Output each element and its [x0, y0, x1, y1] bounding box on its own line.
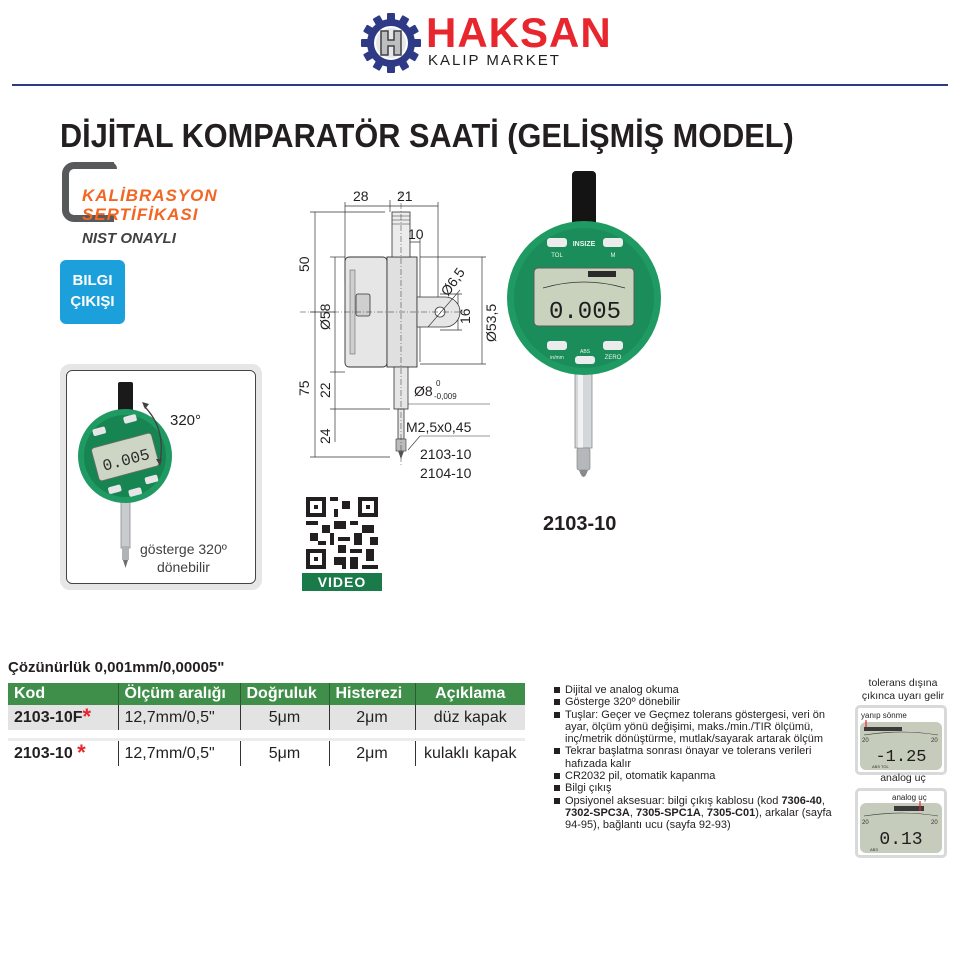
feature-item: Tuşlar: Geçer ve Geçmez tolerans gösterg… [552, 709, 832, 746]
data-output-badge: BILGI ÇIKIŞI [60, 260, 125, 324]
calibration-label-1: KALİBRASYON [82, 186, 218, 205]
feature-item: Dijital ve analog okuma [552, 684, 832, 696]
svg-text:20: 20 [862, 738, 869, 744]
svg-text:0.005: 0.005 [549, 299, 621, 326]
table-row: 2103-10F* 12,7mm/0,5" 5μm 2μm düz kapak [8, 705, 525, 730]
cell-description: düz kapak [415, 705, 525, 730]
svg-text:75: 75 [296, 380, 312, 396]
svg-text:Ø53,5: Ø53,5 [483, 304, 499, 342]
svg-text:28: 28 [353, 188, 369, 204]
column-header-code: Kod [8, 683, 119, 705]
resolution-spec: Çözünürlük 0,001mm/0,00005" [8, 659, 225, 676]
svg-text:10: 10 [408, 226, 424, 242]
svg-text:0.13: 0.13 [879, 830, 922, 850]
lcd-tolerance-image: yanıp sönme 20 20 -1.25 ABS TOL [860, 711, 942, 770]
svg-text:M: M [611, 253, 616, 259]
feature-item: Bilgi çıkış [552, 782, 832, 794]
cell-hysteresis: 2μm [329, 705, 416, 730]
svg-text:analog uç: analog uç [892, 793, 927, 802]
product-code-label: 2103-10 [543, 513, 617, 535]
svg-text:M2,5x0,45: M2,5x0,45 [406, 419, 472, 435]
calibration-frame-top [95, 162, 117, 169]
svg-text:16: 16 [457, 308, 473, 324]
svg-text:20: 20 [862, 820, 869, 826]
calibration-frame-icon [62, 162, 114, 222]
cell-range: 12,7mm/0,5" [118, 705, 241, 730]
svg-text:22: 22 [317, 382, 333, 398]
svg-text:Ø58: Ø58 [317, 303, 333, 330]
svg-text:ABS: ABS [580, 349, 591, 355]
data-output-line1: BILGI [72, 272, 113, 289]
cell-code: 2103-10 * [8, 739, 119, 766]
brand-subtitle: KALIP MARKET [428, 52, 561, 69]
rotated-gauge-image: 0.005 [78, 382, 172, 568]
feature-item-accessory: Opsiyonel aksesuar: bilgi çıkış kablosu … [552, 795, 832, 832]
svg-text:20: 20 [931, 820, 938, 826]
analog-lcd-example: analog uç 20 20 0.13 ABS [855, 788, 947, 858]
svg-text:yanıp sönme: yanıp sönme [861, 711, 907, 720]
calibration-label-2: SERTİFİKASI [82, 205, 199, 224]
spec-table-header: Kod Ölçüm aralığı Doğruluk Histerezi Açı… [8, 683, 525, 705]
cell-code: 2103-10F* [8, 703, 119, 730]
cell-hysteresis: 2μm [329, 741, 416, 766]
svg-text:24: 24 [317, 428, 333, 444]
technical-drawing: 28 21 10 50 Ø58 Ø6,5 16 Ø53,5 75 22 Ø8 0… [296, 188, 499, 467]
table-row: 2103-10 * 12,7mm/0,5" 5μm 2μm kulaklı ka… [8, 741, 525, 766]
page-title: DİJİTAL KOMPARATÖR SAATİ (GELİŞMİŞ MODEL… [60, 117, 794, 154]
rotation-angle-label: 320° [170, 412, 202, 429]
product-gauge-image: INSIZE TOL M 0.005 in/mm ABS ZERO [507, 171, 661, 477]
svg-text:Ø8: Ø8 [414, 383, 433, 399]
svg-text:50: 50 [296, 256, 312, 272]
svg-text:TOL: TOL [551, 253, 563, 259]
svg-text:-0,009: -0,009 [434, 392, 457, 401]
svg-text:-1.25: -1.25 [875, 748, 926, 767]
svg-text:in/mm: in/mm [550, 355, 564, 361]
column-header-accuracy: Doğruluk [240, 683, 330, 705]
gear-logo-icon [361, 13, 421, 73]
analog-caption: analog uç [880, 772, 926, 784]
feature-item: Tekrar başlatma sonrası önayar ve tolera… [552, 745, 832, 770]
cell-accuracy: 5μm [240, 705, 330, 730]
cell-range: 12,7mm/0,5" [118, 741, 241, 766]
svg-text:INSIZE: INSIZE [573, 241, 596, 248]
video-label[interactable]: VIDEO [302, 573, 382, 591]
asterisk-icon: * [82, 703, 92, 729]
rotation-arrow-icon [142, 402, 162, 466]
feature-list: Dijital ve analog okuma Gösterge 320º dö… [552, 684, 832, 832]
svg-text:20: 20 [931, 738, 938, 744]
svg-text:ABS TOL: ABS TOL [872, 764, 890, 769]
brand-name: HAKSAN [426, 9, 612, 56]
nist-label: NIST ONAYLI [82, 230, 176, 247]
column-header-description: Açıklama [415, 683, 525, 705]
svg-text:0: 0 [436, 379, 441, 388]
tolerance-lcd-example: yanıp sönme 20 20 -1.25 ABS TOL [855, 705, 947, 775]
svg-text:21: 21 [397, 188, 413, 204]
header-divider [12, 84, 948, 86]
qr-code-icon[interactable] [302, 493, 382, 573]
lcd-analog-image: analog uç 20 20 0.13 ABS [860, 793, 942, 853]
column-header-range: Ölçüm aralığı [118, 683, 241, 705]
drawing-model-codes: 2103-10 2104-10 [420, 446, 472, 481]
svg-text:ABS: ABS [870, 847, 878, 852]
rotation-caption: gösterge 320º dönebilir [140, 541, 227, 575]
column-header-hysteresis: Histerezi [329, 683, 416, 705]
tolerance-caption: tolerans dışına çıkınca uyarı gelir [861, 677, 945, 702]
feature-item: Gösterge 320º dönebilir [552, 696, 832, 708]
feature-item: CR2032 pil, otomatik kapanma [552, 770, 832, 782]
cell-accuracy: 5μm [240, 741, 330, 766]
data-output-line2: ÇIKIŞI [70, 293, 115, 310]
svg-text:Ø6,5: Ø6,5 [437, 265, 468, 299]
asterisk-icon: * [77, 739, 86, 765]
cell-description: kulaklı kapak [424, 744, 517, 762]
svg-text:ZERO: ZERO [605, 355, 622, 361]
spec-table: Kod Ölçüm aralığı Doğruluk Histerezi Açı… [8, 683, 525, 766]
